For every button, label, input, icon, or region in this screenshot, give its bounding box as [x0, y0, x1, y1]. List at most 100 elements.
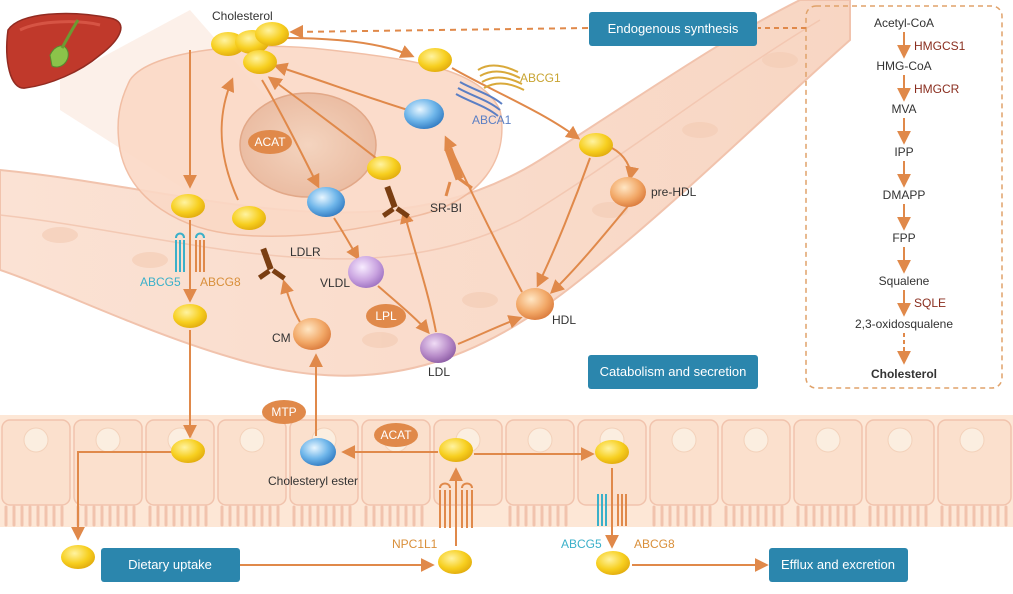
arrow-plasmachol-to-hdl — [536, 157, 591, 288]
arrow-vldl-to-ldl — [377, 285, 430, 335]
abca1-transporter-icon — [455, 81, 503, 117]
cholesteryl-ester-particle — [300, 438, 336, 466]
acat-upper-pill: ACAT — [248, 130, 292, 154]
cholesterol-particle — [439, 438, 473, 462]
step-acetyl-coa: Acetyl-CoA — [874, 16, 934, 30]
step-cholesterol: Cholesterol — [871, 367, 937, 381]
acat-lower-pill: ACAT — [374, 423, 418, 447]
label-hdl: HDL — [552, 313, 576, 327]
step-hmg-coa: HMG-CoA — [876, 59, 931, 73]
acat-lower-label: ACAT — [380, 428, 412, 442]
cholesterol-particle — [596, 551, 630, 575]
label-cholesterol: Cholesterol — [212, 9, 273, 23]
arrow-abca1-to-chol — [273, 62, 409, 111]
cholesterol-particle — [579, 133, 613, 157]
dietary-uptake-label: Dietary uptake — [128, 557, 212, 572]
label-vldl: VLDL — [320, 276, 350, 290]
hdl-particle — [516, 288, 554, 320]
acat-upper-label: ACAT — [254, 135, 286, 149]
arrow-hdl-to-prehdl — [611, 147, 640, 181]
sr-bi-receptor-icon — [444, 147, 473, 197]
step-squalene: Squalene — [879, 274, 930, 288]
vessel-nuclei — [42, 52, 798, 348]
cholesterol-particle — [367, 156, 401, 180]
efflux-excretion-box: Efflux and excretion — [769, 548, 908, 582]
arrow-chol2-to-chol — [267, 76, 377, 159]
cm-particle — [293, 318, 331, 350]
synthesis-pathway-frame — [805, 5, 1003, 389]
dietary-uptake-box: Dietary uptake — [101, 548, 240, 582]
arrow-endo-to-chol — [289, 24, 589, 39]
arrow-ldl-to-hdl — [457, 315, 523, 345]
nucleus — [239, 92, 377, 198]
microvilli — [4, 505, 1008, 527]
efflux-excretion-label: Efflux and excretion — [781, 557, 895, 572]
label-abcg5-lower: ABCG5 — [561, 537, 602, 551]
arrow-chol-to-efflux — [284, 37, 415, 58]
mtp-label: MTP — [271, 405, 296, 419]
arrow-ester-to-vldl — [333, 217, 360, 261]
cholesterol-particle — [418, 48, 452, 72]
particles — [61, 22, 646, 575]
cholesterol-particle — [171, 439, 205, 463]
label-abcg8-upper: ABCG8 — [200, 275, 241, 289]
label-ldlr: LDLR — [290, 245, 321, 259]
npc1l1-transporter-icon — [439, 482, 473, 528]
lpl-label: LPL — [375, 309, 397, 323]
arrow-intestinal-chol-to-dietary — [71, 451, 172, 541]
step-mva: MVA — [891, 102, 916, 116]
label-sr-bi: SR-BI — [430, 201, 462, 215]
enterocytes — [1, 419, 1012, 506]
cholesterol-particle — [255, 22, 289, 46]
catabolism-box: Catabolism and secretion — [588, 355, 758, 389]
vessel-cell-lines — [0, 19, 821, 260]
cholesterol-particle — [232, 206, 266, 230]
vldl-particle — [348, 256, 384, 288]
pre-hdl-particle — [610, 177, 646, 207]
abcg1-transporter-icon — [477, 64, 525, 91]
ldl-particle — [420, 333, 456, 363]
arrow-cm-to-ldlr — [280, 279, 301, 323]
label-abcg5-upper: ABCG5 — [140, 275, 181, 289]
ester-particle — [404, 99, 444, 129]
step-ipp: IPP — [894, 145, 913, 159]
label-npc1l1: NPC1L1 — [392, 537, 438, 551]
label-cholesteryl-ester: Cholesteryl ester — [268, 474, 358, 488]
synthesis-pathway: Acetyl-CoA HMGCS1 HMG-CoA HMGCR MVA IPP … — [855, 16, 966, 381]
arrow-cellchol-to-chol — [220, 77, 239, 201]
cholesterol-particle — [61, 545, 95, 569]
enzyme-sqle: SQLE — [914, 296, 946, 310]
liver-icon — [6, 12, 122, 89]
arrows — [71, 24, 806, 572]
label-cm: CM — [272, 331, 291, 345]
endogenous-synthesis-label: Endogenous synthesis — [608, 21, 739, 36]
arrow-prehdl-to-hdl — [549, 205, 629, 294]
label-abca1: ABCA1 — [472, 113, 512, 127]
ldlr-receptor-icon — [257, 247, 286, 281]
label-abcg1: ABCG1 — [520, 71, 561, 85]
label-pre-hdl: pre-HDL — [651, 185, 697, 199]
cholesterol-particle — [595, 440, 629, 464]
cholesterol-particle — [171, 194, 205, 218]
enzyme-hmgcr: HMGCR — [914, 82, 960, 96]
cholesterol-particle — [243, 50, 277, 74]
endogenous-synthesis-box: Endogenous synthesis — [589, 12, 757, 46]
cholesterol-particle — [438, 550, 472, 574]
ester-particle — [307, 187, 345, 217]
label-ldl: LDL — [428, 365, 450, 379]
step-fpp: FPP — [892, 231, 915, 245]
arrow-efflux-to-hdl — [451, 67, 581, 140]
step-oxidosqualene: 2,3-oxidosqualene — [855, 317, 953, 331]
catabolism-label: Catabolism and secretion — [600, 364, 747, 379]
abcg5-abcg8-lower-icon — [597, 494, 627, 526]
mtp-pill: MTP — [262, 400, 306, 424]
lpl-pill: LPL — [366, 304, 406, 328]
cholesterol-particle — [173, 304, 207, 328]
step-dmapp: DMAPP — [883, 188, 926, 202]
abcg5-abcg8-upper-icon — [175, 232, 205, 272]
label-abcg8-lower: ABCG8 — [634, 537, 675, 551]
arrow-ldl-to-ldlr2 — [400, 209, 437, 333]
ldlr-receptor-upper-icon — [381, 185, 410, 219]
enzyme-hmgcs1: HMGCS1 — [914, 39, 966, 53]
